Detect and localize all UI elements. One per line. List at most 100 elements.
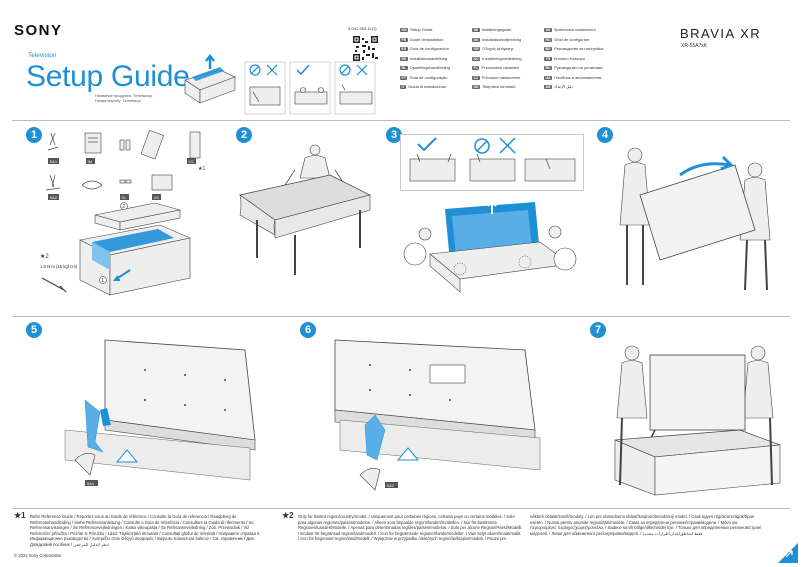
- step-5-badge: SA1: [87, 481, 95, 486]
- language-code: GB: [400, 28, 409, 32]
- language-code: RU: [544, 66, 553, 70]
- badge-cl: CL: [122, 195, 128, 200]
- star-note-1: ★1: [198, 166, 205, 172]
- language-label: دليل الإعداد: [554, 84, 574, 89]
- language-code: PL: [472, 66, 480, 70]
- step-7-illustration: [614, 345, 781, 496]
- language-code: TR: [544, 56, 552, 61]
- divider: [12, 316, 790, 317]
- footer-mark-2: ★2: [282, 511, 294, 520]
- subtitle-line-1: Название продукта: Телевизор: [95, 93, 153, 98]
- language-label: Setup Guide: [410, 27, 433, 32]
- box-mark-1: 1: [101, 278, 104, 284]
- badge-im: IM: [88, 159, 92, 164]
- language-code: GR: [472, 47, 481, 51]
- footer-note-1: Refer Reference Guide / Reportez-vous au…: [30, 514, 260, 547]
- language-code: BG: [544, 47, 553, 51]
- step-number-6: 6: [300, 322, 316, 338]
- language-code: ES: [400, 47, 408, 51]
- step-number-7: 7: [590, 322, 606, 338]
- language-label: Guide d'installation: [409, 36, 444, 42]
- language-code: DK: [472, 37, 481, 42]
- language-label: Guía de configuración: [409, 46, 449, 51]
- language-label: Telepítési útmutató: [482, 84, 516, 89]
- language-code: RO: [544, 37, 553, 42]
- divider: [12, 120, 790, 121]
- part-number: 5-041-063-11(1): [348, 26, 377, 31]
- language-label: Ръководство за настройка: [554, 46, 604, 51]
- language-label: Przewodnik ustawień: [481, 65, 520, 70]
- language-code: SK: [544, 28, 552, 32]
- copyright: © 2022 Sony Corporation: [14, 553, 62, 558]
- series-logo: BRAVIA XR: [680, 26, 762, 41]
- language-label: Οδηγός ρύθμισης: [482, 46, 514, 51]
- language-label: Guida di installazione: [408, 84, 447, 89]
- language-code: HU: [472, 85, 481, 89]
- footer-note-2: Only for limited region/country/model. /…: [298, 514, 523, 541]
- language-label: Installationsanleitung: [409, 55, 448, 61]
- step-5-illustration: SA1: [64, 339, 256, 486]
- brand-logo: SONY: [14, 22, 63, 39]
- step-number-2: 2: [236, 127, 252, 143]
- step-2-illustration: [239, 144, 371, 275]
- language-code: IT: [400, 85, 407, 89]
- language-code: NL: [400, 66, 408, 70]
- language-label: Inställningsguide: [481, 27, 512, 32]
- step-6-badge: SA2: [387, 483, 395, 488]
- product-type: Television: [28, 52, 57, 59]
- unboxing-illustration: [184, 53, 236, 104]
- step-number-3: 3: [386, 127, 402, 143]
- language-code: FR: [400, 37, 408, 42]
- language-label: Руководство по установке: [554, 65, 603, 70]
- step-6-illustration: SA2: [334, 339, 541, 491]
- language-label: Посібник зі встановлення: [554, 74, 602, 80]
- language-code: PT: [400, 75, 408, 80]
- subtitle-line-2: Назва виробу: Телевізор: [95, 98, 141, 103]
- badge-sa2: SA2: [50, 195, 58, 200]
- screw-torque: 1.5 N·m {15 kgf·cm}: [40, 264, 78, 269]
- language-code: AR: [544, 85, 553, 89]
- step-3-illustration: [403, 137, 577, 293]
- language-code: SE: [472, 28, 480, 32]
- language-label: Installationsvejledning: [482, 36, 522, 42]
- badge-sa1: SA1: [50, 159, 58, 164]
- step-4-illustration: [619, 147, 771, 291]
- handling-do-dont-illustration: [244, 61, 376, 115]
- screw-star-note: ★2: [40, 253, 49, 260]
- language-code: NO: [472, 56, 481, 61]
- language-label: Sprievodca nastavením: [553, 27, 596, 32]
- step-number-4: 4: [597, 127, 613, 143]
- language-code: UA: [544, 75, 553, 80]
- page-title: Setup Guide: [26, 60, 190, 93]
- badge-cc: CC: [189, 159, 195, 164]
- subtitle: Название продукта: Телевизор Назва вироб…: [95, 93, 152, 103]
- box-mark-2: 2: [122, 204, 125, 210]
- language-label: Průvodce nastavením: [481, 74, 521, 80]
- divider: [12, 508, 790, 509]
- step-number-5: 5: [26, 322, 42, 338]
- model-number: XR-55A7xK: [681, 43, 708, 49]
- qr-code-icon: [353, 36, 378, 61]
- footer-note-3: některé oblasti/země/modely. / Len pre o…: [530, 514, 762, 536]
- badge-vs: VS: [154, 195, 160, 200]
- footer-mark-1: ★1: [14, 511, 26, 520]
